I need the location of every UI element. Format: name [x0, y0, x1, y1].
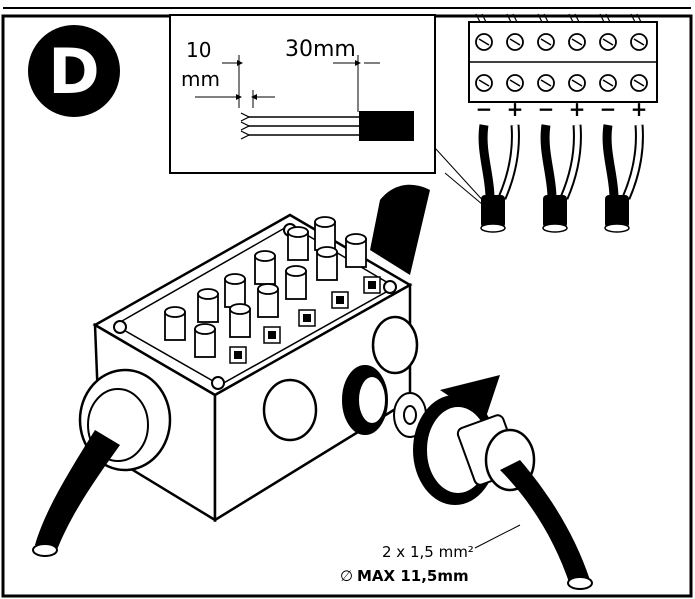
clamp-screw	[368, 281, 376, 289]
negative-wire	[540, 124, 557, 199]
leader-line-a	[434, 147, 488, 206]
wire-entry	[475, 13, 481, 23]
screw-slot	[540, 38, 552, 46]
polarity-labels: −+−+−+	[476, 97, 648, 121]
step-badge: D	[28, 25, 120, 117]
side-port-2	[371, 315, 419, 375]
terminal-post-top	[224, 273, 246, 285]
cable-jacket	[543, 195, 567, 228]
screw-slot	[478, 38, 490, 46]
positive-wire-fill	[623, 124, 642, 199]
step-letter: D	[48, 35, 99, 108]
terminal-post-top	[164, 306, 186, 318]
wire-ends	[240, 112, 251, 140]
wire-entry	[537, 13, 543, 23]
cable-jacket-end	[480, 223, 506, 233]
gland-seal-hole	[357, 375, 387, 425]
cable-jacket	[605, 195, 629, 228]
left-cable	[35, 430, 120, 555]
screw-slot	[602, 79, 614, 87]
terminal-post-top	[285, 265, 307, 277]
diameter-symbol: ∅	[340, 567, 353, 585]
dim-arrowhead-d	[355, 60, 361, 66]
clamp-screw	[268, 331, 276, 339]
terminal-post-top	[316, 246, 338, 258]
terminal-post-top	[254, 250, 276, 262]
short-strip-unit: mm	[181, 67, 220, 91]
screw-slot	[633, 38, 645, 46]
cable-max-diameter: MAX 11,5mm	[357, 567, 469, 585]
wire-entry	[543, 13, 549, 23]
cable-jacket-end	[542, 223, 568, 233]
wire-entry	[630, 13, 636, 23]
terminal-post-top	[194, 323, 216, 335]
terminal-post-top	[314, 216, 336, 228]
exploded-cable-gland	[342, 365, 593, 590]
box-terminals	[164, 216, 381, 364]
side-port-1	[262, 378, 318, 442]
left-cable-gland	[32, 368, 172, 557]
dim-arrowhead-c	[251, 94, 257, 100]
negative-wire	[602, 124, 619, 199]
short-strip-value: 10	[186, 38, 211, 62]
clamp-screw	[303, 314, 311, 322]
negative-wire	[478, 124, 495, 199]
screw-slot	[633, 79, 645, 87]
terminal-post-top	[287, 226, 309, 238]
screw-hole-4	[211, 376, 225, 390]
inset-frame	[169, 14, 436, 174]
polarity-label: −	[538, 97, 555, 121]
screw-hole-1	[113, 320, 127, 334]
polarity-label: +	[631, 97, 648, 121]
strip-detail-inset: 10 mm 30mm	[169, 14, 436, 174]
wire-entry	[574, 13, 580, 23]
screw-slot	[509, 38, 521, 46]
cable-jacket	[481, 195, 505, 228]
cable-cross-section: 2 x 1,5 mm²	[382, 543, 474, 561]
cable-sheath	[359, 111, 414, 141]
wire-entry	[506, 13, 512, 23]
polarity-label: −	[600, 97, 617, 121]
screw-slot	[571, 79, 583, 87]
right-cable	[500, 460, 590, 585]
wire-entry	[481, 13, 487, 23]
cable-jacket-end	[604, 223, 630, 233]
clamp-screw	[234, 351, 242, 359]
screw-slot	[478, 79, 490, 87]
screw-slot	[571, 38, 583, 46]
gland-cap-arrow	[440, 375, 500, 420]
wire-entry	[512, 13, 518, 23]
top-cable	[370, 184, 430, 275]
screw-slot	[540, 79, 552, 87]
gland-washer-hole	[403, 405, 417, 425]
positive-wire-fill	[499, 124, 518, 199]
terminal-block	[468, 13, 658, 103]
terminal-cables	[478, 124, 644, 233]
wire-entry	[605, 13, 611, 23]
positive-wire-fill	[561, 124, 580, 199]
screw-slot	[602, 38, 614, 46]
wire-entry	[568, 13, 574, 23]
screw-slot	[509, 79, 521, 87]
wire-entry	[636, 13, 642, 23]
spec-leader-line	[474, 524, 521, 549]
long-strip-label: 30mm	[285, 37, 356, 62]
dim-arrowhead-a	[237, 60, 243, 66]
terminal-post-top	[345, 233, 367, 245]
screw-hole-3	[383, 280, 397, 294]
terminal-post-top	[229, 303, 251, 315]
polarity-label: +	[507, 97, 524, 121]
step-badge-circle	[28, 25, 120, 117]
terminal-post-top	[257, 283, 279, 295]
right-cable-end	[567, 576, 593, 590]
wire-entry	[599, 13, 605, 23]
polarity-label: +	[569, 97, 586, 121]
clamp-screw	[336, 296, 344, 304]
left-cable-end	[32, 543, 58, 557]
polarity-label: −	[476, 97, 493, 121]
terminal-post-top	[197, 288, 219, 300]
dim-arrowhead-b	[236, 94, 242, 100]
